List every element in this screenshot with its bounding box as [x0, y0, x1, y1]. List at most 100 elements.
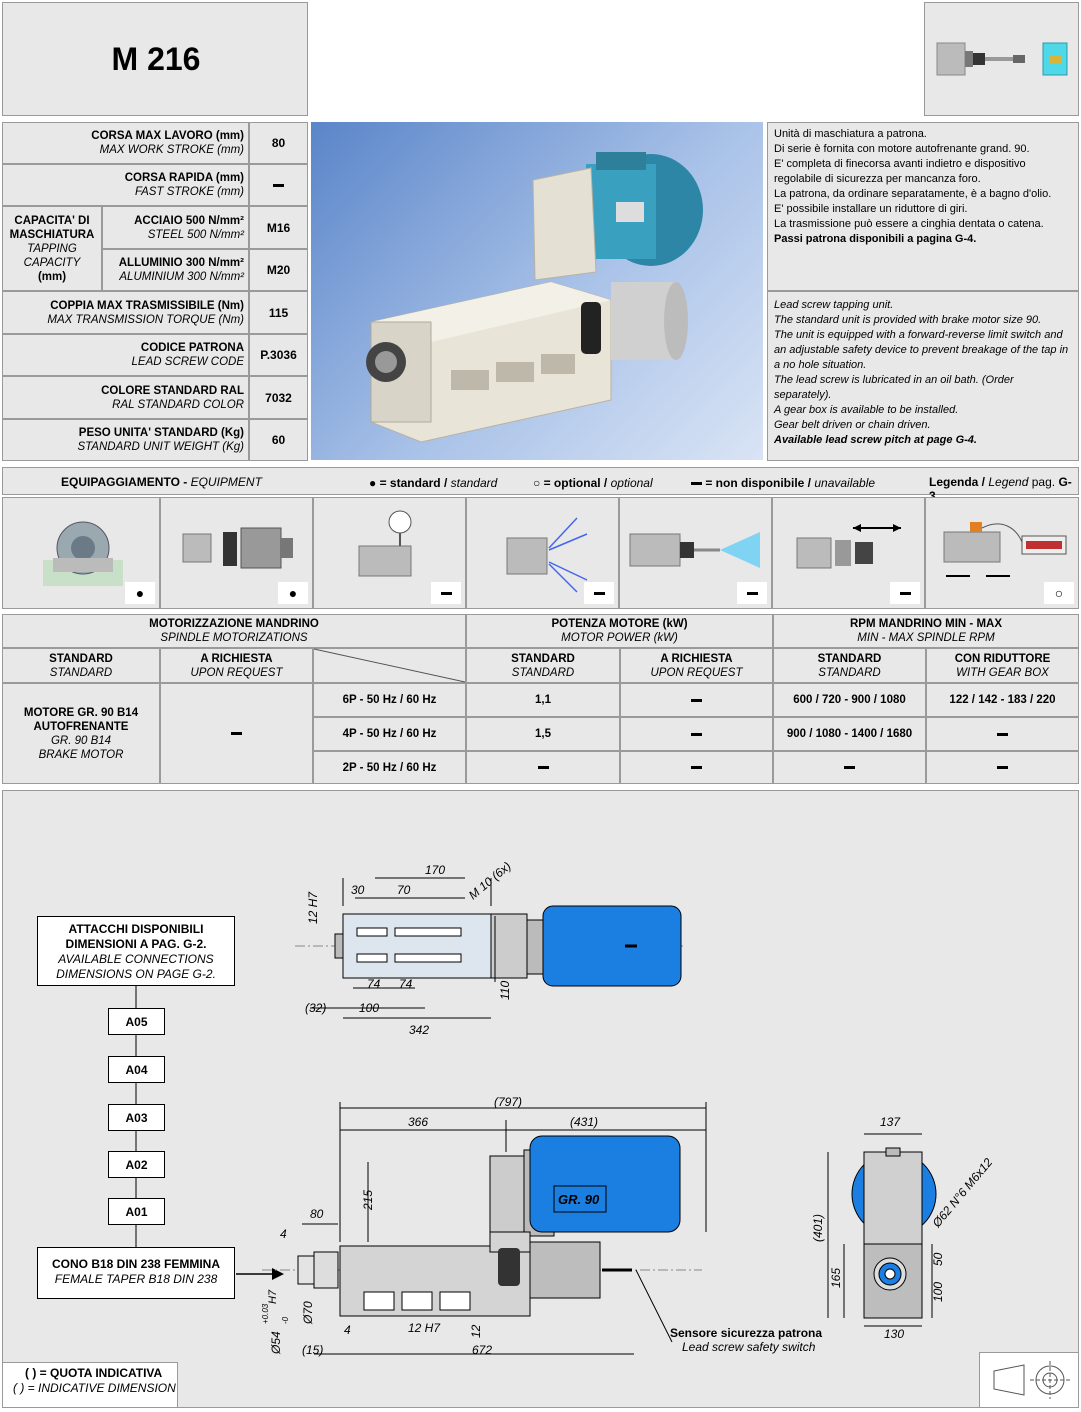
spec-stroke-value: 80	[249, 122, 308, 164]
dim-50: 50	[931, 1252, 945, 1266]
base-mount-icon	[43, 521, 123, 586]
dim-137: 137	[880, 1115, 901, 1129]
coolant-spray-icon	[506, 517, 588, 593]
dim-431: (431)	[570, 1115, 598, 1129]
dim-366: 366	[408, 1115, 428, 1129]
connection-a03: A03	[108, 1104, 165, 1131]
spec-weight-label: PESO UNITA' STANDARD (Kg) STANDARD UNIT …	[2, 419, 249, 461]
spec-color-label: COLORE STANDARD RAL RAL STANDARD COLOR	[2, 376, 249, 419]
dim-12h7: 12 H7	[306, 891, 320, 924]
tapping-unit-image	[366, 152, 703, 443]
dim-672: 672	[472, 1343, 492, 1357]
power-std-2p	[466, 751, 620, 784]
spec-weight-value: 60	[249, 419, 308, 461]
dim-d70: Ø70	[301, 1301, 315, 1325]
model-title-box: M 216	[2, 2, 308, 116]
motor-header-power: POTENZA MOTORE (kW) MOTOR POWER (kW)	[466, 614, 773, 648]
connection-a04: A04	[108, 1056, 165, 1083]
dim-4b: 4	[344, 1323, 351, 1337]
power-req-2p	[620, 751, 773, 784]
coupling-icon	[182, 527, 293, 569]
spec-torque-value: 115	[249, 291, 308, 334]
cone-box: CONO B18 DIN 238 FEMMINA FEMALE TAPER B1…	[37, 1247, 235, 1299]
motor-subheader-standard: STANDARD STANDARD	[2, 648, 160, 683]
equipment-cell-7: ○	[925, 497, 1079, 609]
rpm-std-4p: 900 / 1080 - 1400 / 1680	[773, 717, 926, 751]
motor-header-rpm: RPM MANDRINO MIN - MAX MIN - MAX SPINDLE…	[773, 614, 1079, 648]
dim-d54: Ø54	[269, 1331, 283, 1355]
dim-m10: M 10 (6x)	[466, 859, 514, 902]
spec-aluminium-value: M20	[249, 249, 308, 291]
standard-dot-icon: ●	[369, 476, 377, 490]
power-subheader-standard: STANDARD STANDARD	[466, 648, 620, 683]
dim-12: 12	[469, 1324, 483, 1338]
equipment-cell-3	[313, 497, 466, 609]
spec-code-value: P.3036	[249, 334, 308, 376]
equipment-status-unavailable	[890, 582, 920, 604]
power-std-4p: 1,5	[466, 717, 620, 751]
connection-a02: A02	[108, 1151, 165, 1178]
spec-color-value: 7032	[249, 376, 308, 419]
equipment-status-unavailable	[737, 582, 767, 604]
spec-code-label: CODICE PATRONA LEAD SCREW CODE	[2, 334, 249, 376]
dim-215: 215	[361, 1190, 375, 1211]
motor-subheader-request: A RICHIESTA UPON REQUEST	[160, 648, 313, 683]
connection-a05: A05	[108, 1008, 165, 1035]
indicative-note: ( ) = QUOTA INDICATIVA ( ) = INDICATIVE …	[2, 1362, 178, 1408]
quick-change-icon	[796, 524, 901, 569]
dim-797: (797)	[494, 1095, 522, 1109]
spec-steel-label: ACCIAIO 500 N/mm² STEEL 500 N/mm²	[102, 206, 249, 249]
cone-arrow	[236, 1268, 284, 1280]
dim-342: 342	[409, 1023, 429, 1037]
poles-2p: 2P - 50 Hz / 60 Hz	[313, 751, 466, 784]
dim-100: 100	[359, 1001, 379, 1015]
equipment-cell-2: ●	[160, 497, 313, 609]
equipment-status-standard: ●	[125, 582, 155, 604]
dim-130: 130	[884, 1327, 904, 1341]
dim-74b: 74	[399, 977, 413, 991]
dim-32: (32)	[305, 1001, 326, 1015]
spec-fast-label: CORSA RAPIDA (mm) FAST STROKE (mm)	[2, 164, 249, 206]
spec-fast-value	[249, 164, 308, 206]
front-view-drawing: 137 Ø62 N°6 M6x12 (401) 165 50 100 130	[811, 1115, 996, 1341]
dim-d62: Ø62 N°6 M6x12	[929, 1155, 996, 1231]
dim-70: 70	[397, 883, 411, 897]
equipment-cell-5	[619, 497, 772, 609]
header-thumbnail-box	[924, 2, 1079, 116]
spec-torque-label: COPPIA MAX TRASMISSIBILE (Nm) MAX TRANSM…	[2, 291, 249, 334]
rpm-gear-4p	[926, 717, 1079, 751]
sensor-label: Sensore sicurezza patrona Lead screw saf…	[670, 1326, 823, 1354]
rpm-std-2p	[773, 751, 926, 784]
power-subheader-request: A RICHIESTA UPON REQUEST	[620, 648, 773, 683]
diagonal-line	[313, 648, 466, 683]
dim-110: 110	[498, 981, 512, 1000]
description-it: Unità di maschiatura a patrona. Di serie…	[767, 122, 1079, 291]
rpm-gear-2p	[926, 751, 1079, 784]
optional-circle-icon: ○	[533, 476, 541, 490]
tool-thumbnail-image	[936, 42, 1068, 76]
equipment-status-unavailable	[584, 582, 614, 604]
motor-standard-cell: MOTORE GR. 90 B14 AUTOFRENANTE GR. 90 B1…	[2, 683, 160, 784]
equipment-header: EQUIPAGGIAMENTO - EQUIPMENT ● = standard…	[2, 467, 1079, 503]
model-title: M 216	[111, 41, 201, 77]
unavailable-dash-icon	[691, 482, 702, 486]
unavailable-dash	[273, 183, 284, 187]
rpm-gear-6p: 122 / 142 - 183 / 220	[926, 683, 1079, 717]
spec-steel-value: M16	[249, 206, 308, 249]
top-view-drawing: 170 30 70 M 10 (6x) 12 H7 74 74 110 (32)…	[295, 859, 685, 1037]
motor-request-cell	[160, 683, 313, 784]
description-en: Lead screw tapping unit. The standard un…	[767, 291, 1079, 461]
dim-80: 80	[310, 1207, 324, 1221]
dim-12h7-side: 12 H7	[408, 1321, 441, 1335]
equipment-status-standard: ●	[278, 582, 308, 604]
spec-aluminium-label: ALLUMINIO 300 N/mm² ALUMINIUM 300 N/mm²	[102, 249, 249, 291]
air-blow-icon	[629, 532, 760, 568]
rpm-std-6p: 600 / 720 - 900 / 1080	[773, 683, 926, 717]
dim-h7: H7	[267, 1289, 279, 1304]
dim-100-front: 100	[931, 1282, 945, 1302]
dim-401: (401)	[811, 1214, 825, 1242]
equipment-cell-4	[466, 497, 619, 609]
dim-15: (15)	[302, 1343, 323, 1357]
poles-6p: 6P - 50 Hz / 60 Hz	[313, 683, 466, 717]
spec-capacity-label: CAPACITA' DI MASCHIATURA TAPPING CAPACIT…	[2, 206, 102, 291]
